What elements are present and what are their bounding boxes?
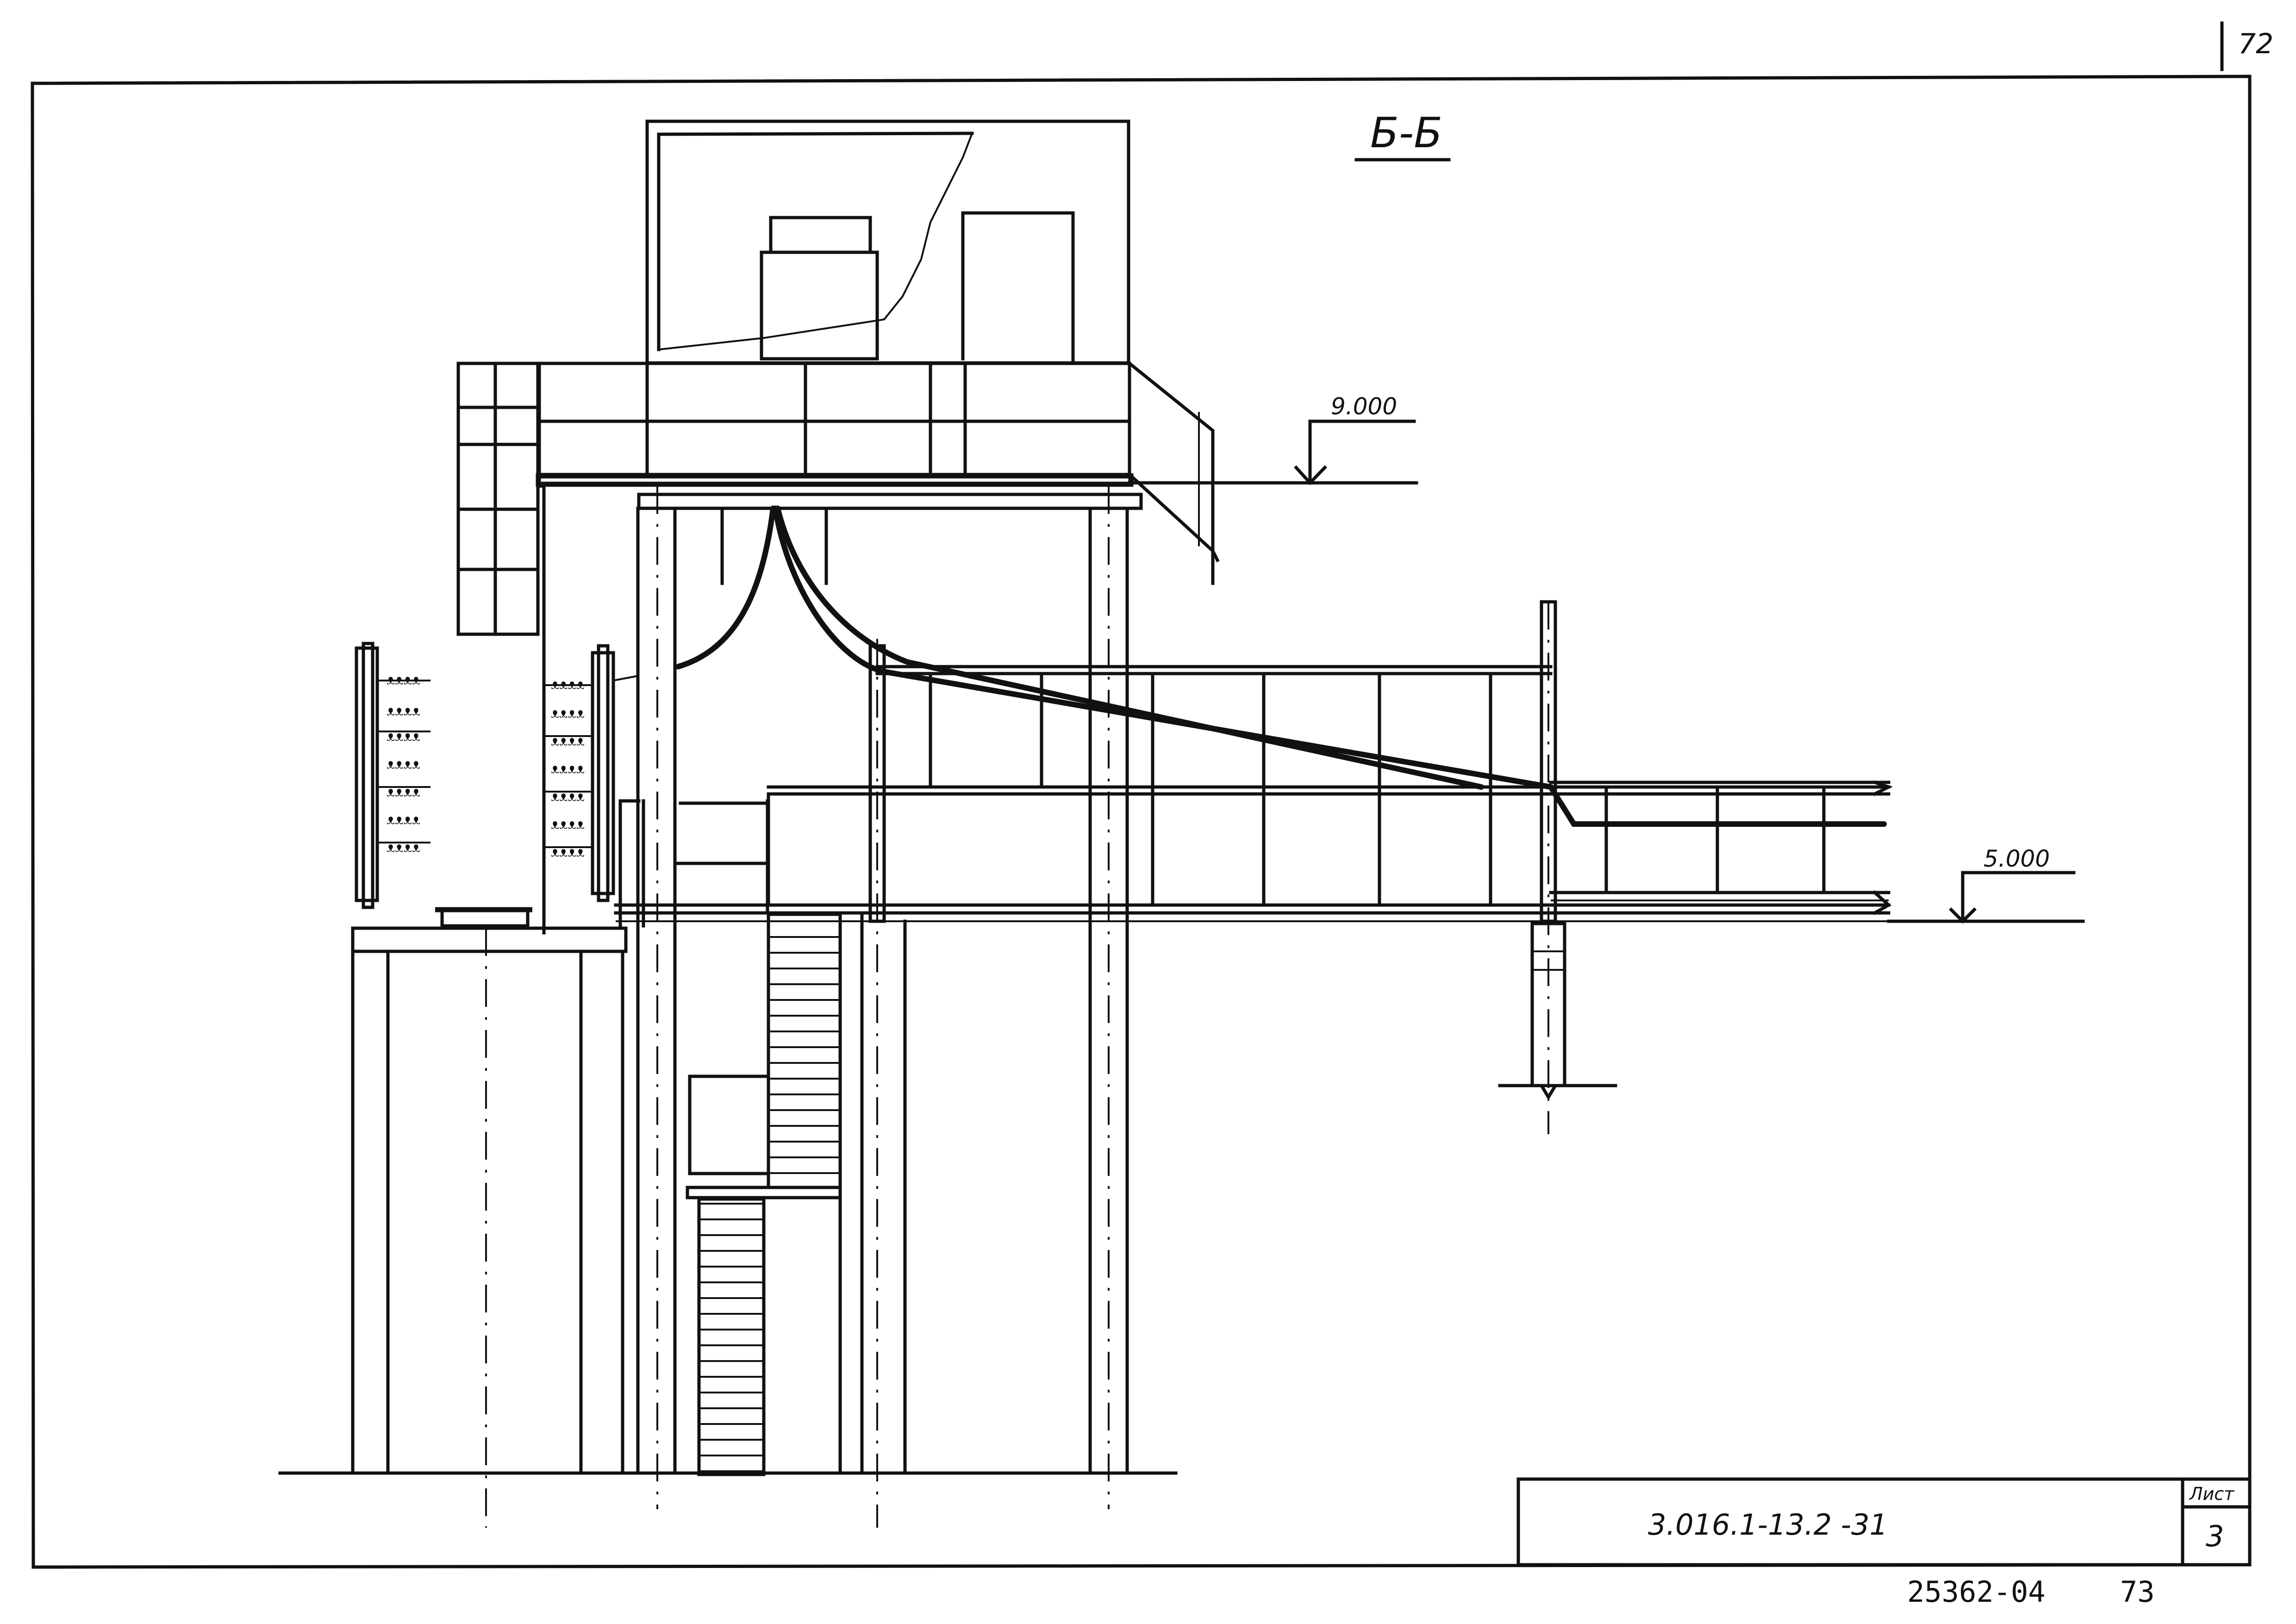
svg-text:ᴥᴥᴥᴥ: ᴥᴥᴥᴥ [551, 759, 585, 777]
svg-text:ᴥᴥᴥᴥ: ᴥᴥᴥᴥ [551, 842, 585, 861]
upper-enclosure [645, 119, 1130, 365]
left-panel [456, 362, 546, 935]
svg-text:ᴥᴥᴥᴥ: ᴥᴥᴥᴥ [387, 810, 420, 828]
gallery-posts [868, 600, 1617, 1528]
equipment-block-1 [760, 250, 879, 361]
svg-text:ᴥᴥᴥᴥ: ᴥᴥᴥᴥ [387, 726, 420, 745]
level-upper-label: 9.000 [1331, 393, 1397, 420]
svg-text:ᴥᴥᴥᴥ: ᴥᴥᴥᴥ [387, 670, 420, 688]
level-mark-upper: 9.000 [1128, 393, 1418, 486]
svg-text:ᴥᴥᴥᴥ: ᴥᴥᴥᴥ [551, 675, 585, 693]
level-mark-lower: 5.000 [1887, 845, 2085, 924]
title-block: 3.016.1-13.2 -31 Лист 3 [1516, 1477, 2252, 1567]
svg-text:ᴥᴥᴥᴥ: ᴥᴥᴥᴥ [551, 703, 585, 722]
svg-text:ᴥᴥᴥᴥ: ᴥᴥᴥᴥ [387, 782, 420, 800]
stair-steps [700, 920, 839, 1472]
stair-tower [679, 799, 907, 1476]
designation-code: 3.016.1-13.2 -31 [1648, 1508, 1888, 1542]
rack-base [435, 907, 532, 928]
section-label: Б-Б [1354, 109, 1451, 162]
svg-text:ᴥᴥᴥᴥ: ᴥᴥᴥᴥ [551, 731, 585, 750]
equipment-block-2 [769, 216, 872, 254]
svg-text:ᴥᴥᴥᴥ: ᴥᴥᴥᴥ [387, 701, 420, 719]
left-block [351, 926, 628, 1528]
svg-text:ᴥᴥᴥᴥ: ᴥᴥᴥᴥ [551, 814, 585, 833]
page-number: 73 [2120, 1575, 2155, 1609]
svg-text:ᴥᴥᴥᴥ: ᴥᴥᴥᴥ [387, 754, 420, 773]
corner-number: 72 [2238, 28, 2273, 60]
level-lower-label: 5.000 [1984, 845, 2050, 872]
cable-rack-left [355, 642, 430, 909]
cable-runs [613, 506, 1887, 827]
svg-text:ᴥᴥᴥᴥ: ᴥᴥᴥᴥ [551, 787, 585, 805]
cable-bundles: ᴥᴥᴥᴥ ᴥᴥᴥᴥ ᴥᴥᴥᴥ ᴥᴥᴥᴥ ᴥᴥᴥᴥ ᴥᴥᴥᴥ ᴥᴥᴥᴥ ᴥᴥᴥᴥ … [387, 670, 585, 861]
cable-gallery [614, 665, 1893, 928]
main-columns [636, 486, 1129, 1509]
svg-text:ᴥᴥᴥᴥ: ᴥᴥᴥᴥ [387, 837, 420, 856]
upper-platform [536, 361, 1220, 585]
archive-number: 25362-04 [1907, 1575, 2046, 1609]
sheet-number: 3 [2206, 1519, 2224, 1553]
section-label-text: Б-Б [1370, 109, 1442, 157]
sheet-word: Лист [2189, 1484, 2235, 1504]
cable-rack-right [544, 644, 615, 902]
